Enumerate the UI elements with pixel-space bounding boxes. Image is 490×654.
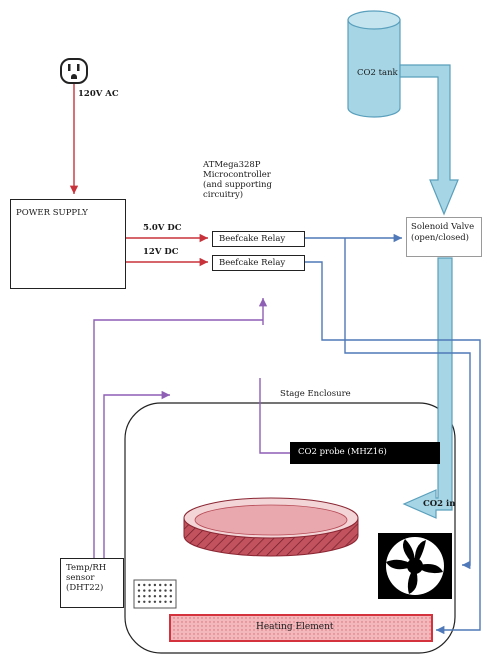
dc-12v-label: 12V DC: [143, 247, 179, 257]
relay-1-label: Beefcake Relay: [219, 234, 286, 244]
co2-probe-box: CO2 probe (MHZ16): [290, 442, 440, 464]
sensor-grid-dot: [159, 600, 162, 603]
signal-wire-relay-to-fan: [344, 238, 471, 570]
sensor-grid-dot: [153, 583, 157, 587]
sensor-grid-dot: [137, 589, 141, 592]
co2-in-label: CO2 in: [423, 499, 456, 509]
sensor-grid-dot: [169, 583, 172, 587]
relay-2-label: Beefcake Relay: [219, 258, 286, 268]
sensor-grid-dot: [159, 589, 162, 592]
stage-enclosure-outline: [124, 402, 456, 654]
sensor-wire-dht-to-enclosure: [103, 390, 170, 558]
heating-element-bar: [169, 614, 433, 642]
dc-5v-label: 5.0V DC: [143, 223, 182, 233]
co2-tank-label: CO2 tank: [357, 68, 398, 78]
sensor-grid-dot: [169, 589, 172, 592]
relay-1-box: Beefcake Relay: [212, 231, 305, 247]
outlet-icon: [60, 58, 88, 84]
outlet-voltage-label: 120V AC: [78, 89, 119, 99]
mcu-label: ATMega328P Microcontroller (and supporti…: [203, 160, 272, 201]
heating-element-label: Heating Element: [256, 622, 334, 632]
sensor-grid-dot: [164, 595, 167, 598]
petri-dish-icon: [183, 497, 359, 557]
sensor-grid-dot: [153, 595, 157, 598]
sensor-grid-dot: [148, 595, 151, 598]
relay-2-box: Beefcake Relay: [212, 255, 305, 271]
sensor-grid-dot: [143, 600, 146, 603]
sensor-grid-dot: [148, 589, 151, 592]
sensor-grid-dot: [137, 583, 141, 587]
signal-wire-relay-to-heater: [305, 261, 481, 635]
fan-icon: [378, 533, 452, 599]
sensor-dots: [137, 583, 172, 603]
temp-sensor-box: Temp/RH sensor (DHT22): [60, 558, 124, 608]
sensor-wire-dht-to-mcu: [93, 319, 263, 558]
sensor-grid-dot: [164, 583, 167, 587]
sensor-grid-dot: [153, 589, 157, 592]
co2-tank: [347, 10, 401, 118]
solenoid-valve-box: Solenoid Valve (open/closed): [406, 217, 482, 257]
sensor-grid-dot: [153, 600, 157, 603]
temp-sensor-label: Temp/RH sensor (DHT22): [66, 563, 107, 594]
sensor-grid-dot: [169, 595, 172, 598]
sensor-grid-dot: [148, 600, 151, 603]
co2-flow-tank-to-valve: [399, 64, 459, 216]
power-supply-box: POWER SUPPLY: [10, 199, 126, 289]
sensor-grid-dot: [143, 589, 146, 592]
power-supply-label: POWER SUPPLY: [16, 208, 88, 218]
sensor-grid-dot: [164, 589, 167, 592]
sensor-grid-dot: [169, 600, 172, 603]
sensor-grid-dot: [148, 583, 151, 587]
sensor-grid-dot: [137, 600, 141, 603]
sensor-grid-dot: [137, 595, 141, 598]
sensor-grid-dot: [143, 595, 146, 598]
stage-enclosure-label: Stage Enclosure: [280, 389, 351, 399]
sensor-wire-probe-to-mcu: [259, 378, 290, 454]
co2-probe-label: CO2 probe (MHZ16): [298, 447, 387, 457]
sensor-grid-dot: [159, 583, 162, 587]
sensor-grid-dot: [164, 600, 167, 603]
sensor-grid-dot: [159, 595, 162, 598]
sensor-grid-dot: [143, 583, 146, 587]
solenoid-valve-label: Solenoid Valve (open/closed): [411, 222, 475, 243]
co2-flow-valve-to-enclosure: [402, 257, 453, 519]
